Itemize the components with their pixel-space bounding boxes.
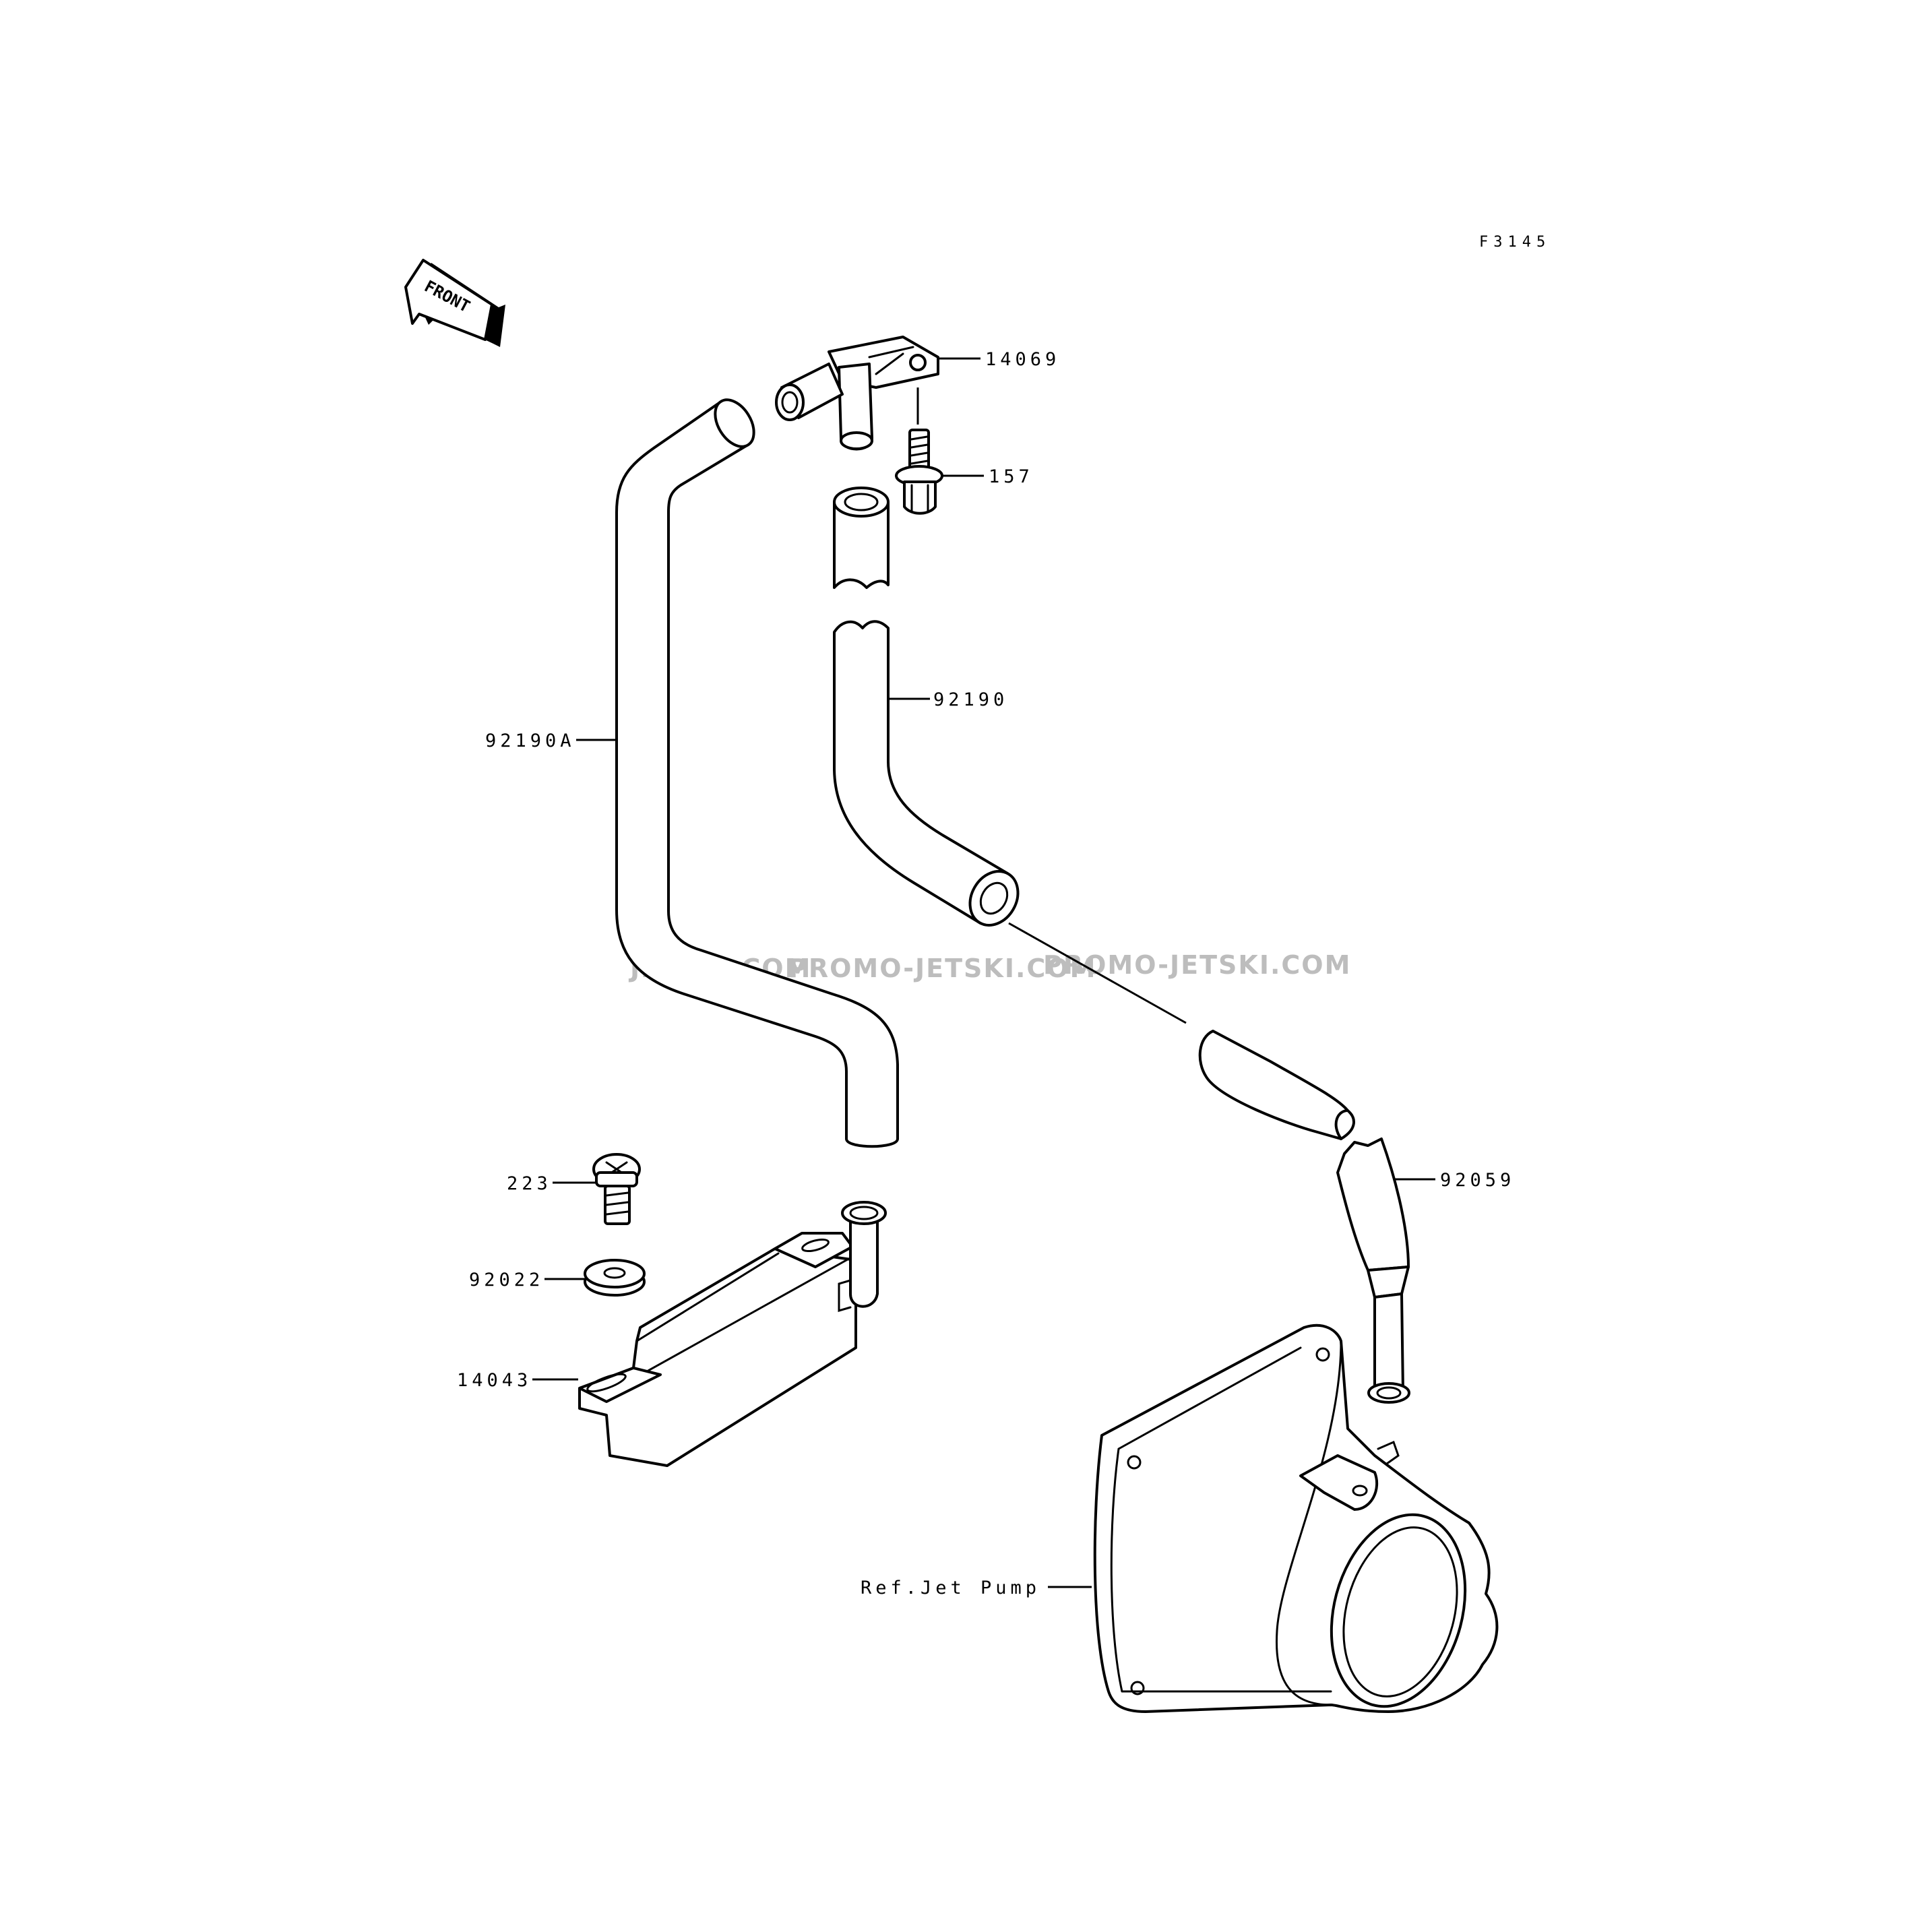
- part-92190-hose-lower: [833, 620, 1020, 927]
- ref-jet-pump: [1093, 1323, 1499, 1713]
- label-223: 223: [507, 1173, 552, 1194]
- part-157-bolt: [895, 429, 943, 515]
- watermark: JETSKI.COM PROMO-JETSKI.COM PROMO-JETSKI…: [628, 950, 1351, 983]
- front-arrow-icon: FRONT: [404, 259, 505, 347]
- part-14069-fitting: [775, 336, 939, 451]
- figure-code: F3145: [1479, 234, 1551, 251]
- label-157: 157: [989, 466, 1034, 487]
- label-92190a: 92190A: [485, 730, 575, 751]
- watermark-segment-3: PROMO-JETSKI.COM: [1043, 950, 1351, 980]
- part-223-screw: [592, 1153, 641, 1225]
- label-92022: 92022: [469, 1270, 544, 1290]
- label-ref-jet-pump: Ref.Jet Pump: [861, 1578, 1040, 1598]
- part-92190a-hose: [615, 398, 899, 1148]
- part-92022-washer: [584, 1259, 646, 1297]
- label-14069: 14069: [985, 349, 1060, 370]
- label-14043: 14043: [457, 1370, 532, 1391]
- label-92059: 92059: [1440, 1170, 1515, 1191]
- part-14043-bracket: [578, 1201, 887, 1467]
- watermark-segment-2: PROMO-JETSKI.COM: [788, 954, 1096, 983]
- part-92059-hose: [1198, 1030, 1410, 1404]
- label-92190: 92190: [933, 689, 1008, 710]
- part-92190-hose-upper: [833, 487, 890, 589]
